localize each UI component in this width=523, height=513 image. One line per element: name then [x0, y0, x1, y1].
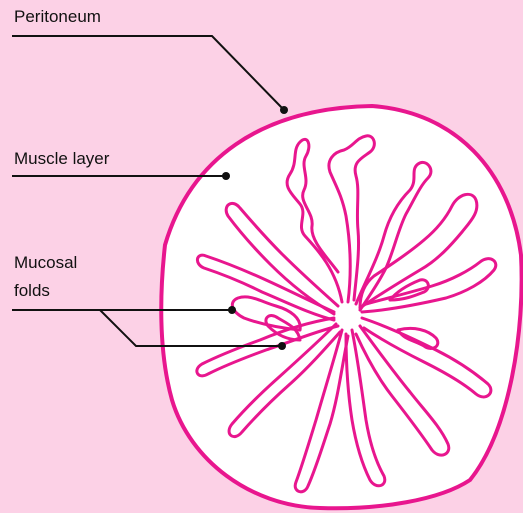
label-mucosal-line2: folds — [14, 280, 50, 302]
peritoneum-pointer-dot — [280, 106, 288, 114]
outer-wall — [161, 106, 521, 508]
muscle-layer-pointer-dot — [222, 172, 230, 180]
label-mucosal-line1: Mucosal — [14, 252, 77, 274]
mucosal-folds-pointer-dot — [228, 306, 236, 314]
mucosal-folds-pointer-dot — [278, 342, 286, 350]
peritoneum-leader — [12, 36, 284, 110]
label-muscle-layer: Muscle layer — [14, 148, 109, 170]
label-peritoneum: Peritoneum — [14, 6, 101, 28]
